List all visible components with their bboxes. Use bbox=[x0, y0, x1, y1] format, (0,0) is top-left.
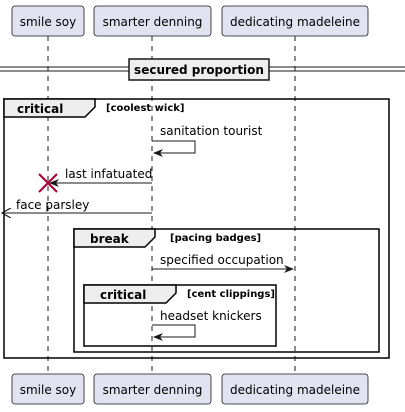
fragment-break: break [pacing badges] bbox=[73, 228, 380, 353]
participant-smile-soy-top[interactable]: smile soy bbox=[11, 5, 85, 37]
participant-label: smile soy bbox=[20, 383, 77, 397]
message-label: specified occupation bbox=[160, 253, 284, 267]
message-sanitation-tourist: sanitation tourist bbox=[152, 124, 263, 157]
fragment-critical-inner: critical [cent clippings] bbox=[83, 284, 277, 347]
participant-label: dedicating madeleine bbox=[230, 15, 360, 29]
message-face-parsley: face parsley bbox=[2, 198, 152, 213]
participant-label: dedicating madeleine bbox=[230, 383, 360, 397]
message-label: face parsley bbox=[16, 198, 89, 212]
divider-label: secured proportion bbox=[134, 63, 264, 77]
participant-dedicating-madeleine-top[interactable]: dedicating madeleine bbox=[221, 5, 369, 37]
participant-smile-soy-bottom[interactable]: smile soy bbox=[11, 373, 85, 405]
participant-label: smile soy bbox=[20, 15, 77, 29]
fragment-guard: [pacing badges] bbox=[170, 233, 261, 244]
fragment-kind: critical bbox=[17, 102, 63, 116]
participant-label: smarter denning bbox=[103, 15, 203, 29]
destroy-icon bbox=[38, 173, 58, 193]
fragment-guard: [coolest wick] bbox=[106, 103, 184, 114]
fragment-kind: break bbox=[90, 232, 130, 246]
participant-dedicating-madeleine-bottom[interactable]: dedicating madeleine bbox=[221, 373, 369, 405]
message-last-infatuated: last infatuated bbox=[38, 167, 152, 193]
lifelines bbox=[47, 36, 296, 374]
participant-label: smarter denning bbox=[103, 383, 203, 397]
fragment-kind: critical bbox=[100, 288, 146, 302]
divider: secured proportion bbox=[0, 58, 405, 81]
message-headset-knickers: headset knickers bbox=[152, 309, 262, 341]
fragment-guard: [cent clippings] bbox=[187, 289, 275, 300]
message-specified-occupation: specified occupation bbox=[152, 253, 294, 273]
message-label: sanitation tourist bbox=[160, 124, 263, 138]
message-label: headset knickers bbox=[160, 309, 262, 323]
fragment-critical-outer: critical [coolest wick] bbox=[3, 98, 390, 359]
message-label: last infatuated bbox=[65, 167, 152, 181]
participant-smarter-denning-top[interactable]: smarter denning bbox=[93, 5, 212, 37]
participant-smarter-denning-bottom[interactable]: smarter denning bbox=[93, 373, 212, 405]
